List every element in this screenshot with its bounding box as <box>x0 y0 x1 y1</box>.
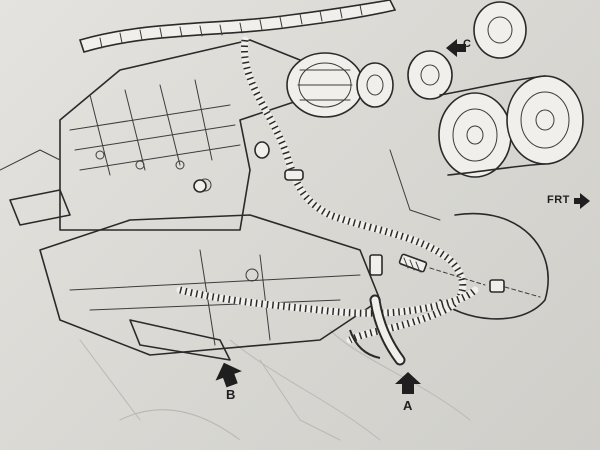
front-direction-label: FRT <box>547 194 570 206</box>
callout-label-c: C <box>463 38 471 50</box>
main-wiring-harness <box>240 36 467 344</box>
transmission-housing <box>39 214 381 361</box>
lower-wiring-harness <box>176 286 479 317</box>
upper-wiring-loom <box>78 0 397 53</box>
arrow-left-icon <box>446 39 466 57</box>
callout-label-a: A <box>403 398 413 413</box>
callout-label-b: B <box>226 387 236 402</box>
connectors <box>193 141 541 298</box>
pulley-assembly <box>389 1 584 320</box>
harness-branch-a <box>349 294 406 366</box>
arrow-up-icon <box>395 372 421 394</box>
alternator <box>286 52 394 118</box>
arrow-up-icon <box>215 362 242 388</box>
engine-block <box>0 39 301 231</box>
arrow-right-icon <box>574 193 590 209</box>
ghost-lines <box>79 329 471 441</box>
